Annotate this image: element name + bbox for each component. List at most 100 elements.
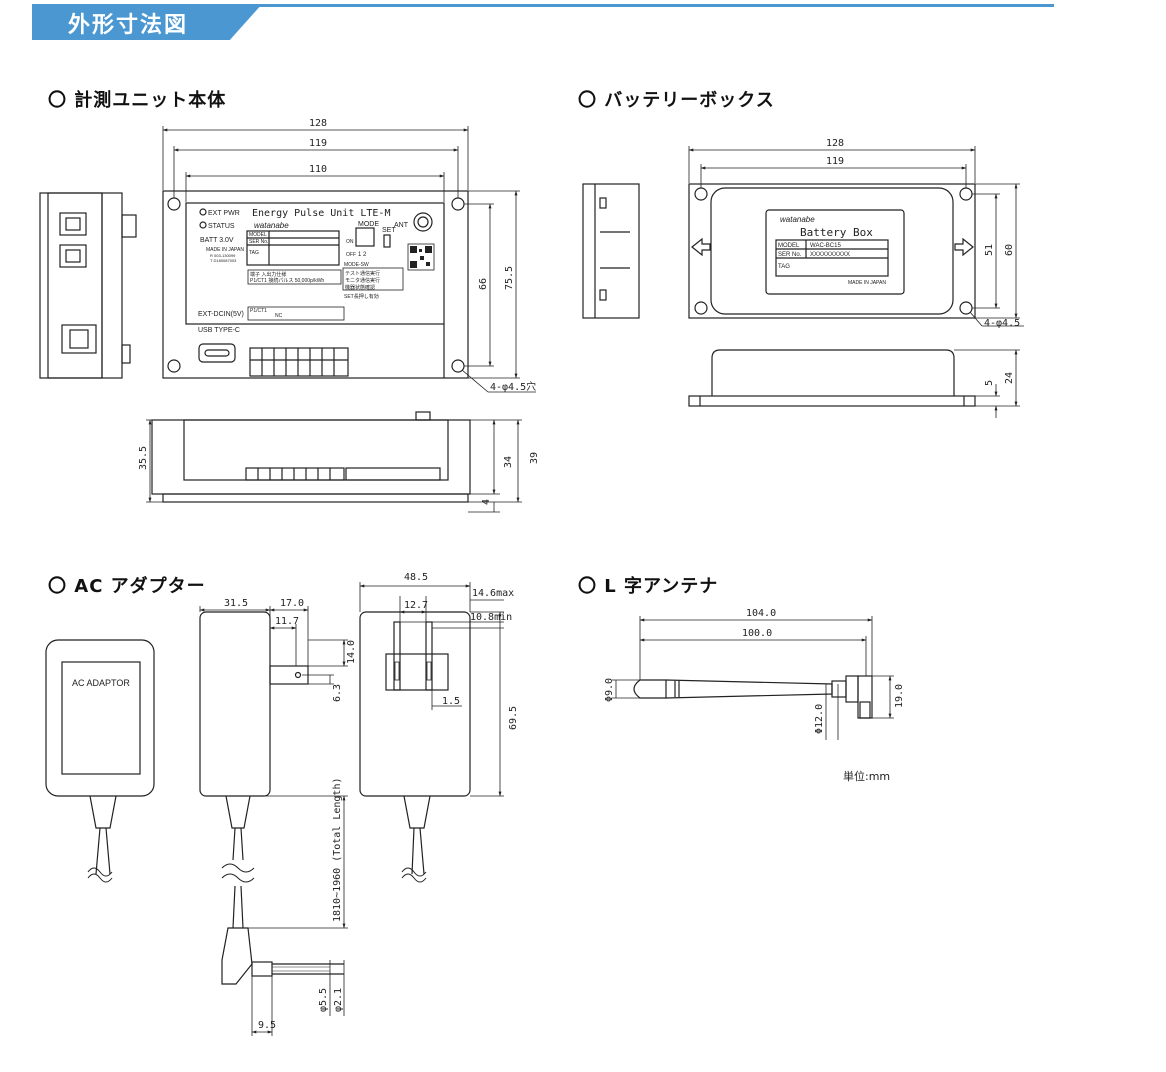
unit-front-texts: EXT PWR STATUS Energy Pulse Unit LTE-M w… — [198, 208, 409, 334]
section-title-battery: 〇 バッテリーボックス — [578, 90, 775, 111]
dim-antenna-100: 100.0 — [742, 628, 772, 639]
battery-side-view — [582, 183, 640, 319]
dim-adapter-95: 9.5 — [258, 1020, 276, 1031]
dim-adapter-17: 17.0 — [280, 598, 304, 609]
battery-texts: watanabe Battery Box MODEL WAC-BC15 SER … — [778, 215, 886, 286]
unit-note: 単位:mm — [843, 770, 891, 783]
section-title-antenna: 〇 L 字アンテナ — [578, 576, 719, 597]
dim-battery-51: 51 — [984, 244, 995, 256]
label-on: ON — [346, 239, 354, 245]
label-battery-made: MADE IN JAPAN — [848, 280, 886, 286]
antenna-drawing — [633, 675, 873, 719]
dim-unit-110: 110 — [309, 164, 327, 175]
section-title-adapter: 〇 AC アダプター — [48, 576, 206, 597]
adapter-side-dims — [199, 606, 348, 1036]
dim-adapter-127: 12.7 — [404, 600, 428, 611]
dim-battery-60: 60 — [1004, 244, 1015, 256]
unit-front-view — [162, 190, 469, 379]
antenna-dim-texts: 104.0 100.0 Φ9.0 Φ12.0 19.0 — [604, 608, 905, 734]
label-battery-ser: SER No. — [778, 252, 802, 258]
label-status: STATUS — [208, 223, 235, 230]
section-title-unit: 〇 計測ユニット本体 — [48, 90, 227, 111]
dim-adapter-146: 14.6max — [472, 588, 514, 599]
label-unit-title: Energy Pulse Unit LTE-M — [252, 208, 390, 219]
dim-unit-75: 75.5 — [504, 266, 515, 290]
label-mode: MODE — [358, 221, 379, 228]
battery-dim-texts: 128 119 51 60 4-φ4.5 — [826, 138, 1020, 329]
label-spec1: 端子 入出力仕様 — [250, 271, 286, 278]
unit-bottom-dim-texts: 35.5 34 39 4 — [138, 446, 540, 505]
unit-dims — [162, 126, 536, 393]
battery-side-dim-texts: 5 24 — [984, 372, 1015, 386]
label-made-unit: MADE IN JAPAN — [206, 247, 244, 253]
dim-battery-119: 119 — [826, 156, 844, 167]
label-battery-brand: watanabe — [780, 215, 815, 224]
label-set: SET — [382, 227, 396, 234]
label-nc: NC — [275, 313, 283, 319]
label-usb: USB TYPE-C — [198, 327, 240, 334]
label-modesw: MODE-SW — [344, 262, 369, 268]
label-ant: ANT — [394, 222, 409, 229]
label-ext-dcin: EXT-DCIN(5V) — [198, 311, 244, 318]
header-tab — [32, 4, 262, 40]
dim-antenna-104: 104.0 — [746, 608, 776, 619]
adapter-front-view — [45, 639, 155, 883]
label-spec2: P1/CT1 接続パルス 50,000p/kWh — [250, 277, 324, 284]
label-tag: TAG — [249, 250, 259, 256]
adapter-side-dim-texts: 31.5 17.0 11.7 14.0 6.3 1810~1960 (Total… — [224, 598, 357, 1031]
label-unit-brand: watanabe — [254, 221, 289, 230]
antenna-dims — [612, 616, 894, 740]
label-battery-title: Battery Box — [800, 226, 873, 239]
dim-battery-5: 5 — [984, 380, 995, 386]
dim-unit-66: 66 — [478, 278, 489, 290]
dim-adapter-63: 6.3 — [332, 684, 343, 702]
dim-unit-39: 39 — [529, 452, 540, 464]
label-battery-ser-value: XXXXXXXXXX — [810, 252, 850, 258]
label-term: P1/CT1 — [250, 308, 267, 314]
label-cert1: R 003-130099 — [210, 253, 236, 258]
dim-adapter-14: 14.0 — [346, 640, 357, 664]
dim-adapter-117: 11.7 — [275, 616, 299, 627]
dim-adapter-695: 69.5 — [508, 706, 519, 730]
header-line — [32, 4, 1054, 7]
battery-side-dims — [954, 349, 1020, 418]
label-model: MODEL — [249, 232, 267, 238]
dim-adapter-15: 1.5 — [442, 696, 460, 707]
dim-antenna-12: Φ12.0 — [814, 704, 825, 734]
qr-code — [410, 246, 432, 268]
label-battery-model-value: WAC-BC15 — [810, 243, 841, 249]
unit-bottom-view — [151, 411, 471, 503]
dim-adapter-315: 31.5 — [224, 598, 248, 609]
dim-unit-34: 34 — [503, 456, 514, 468]
dim-unit-4: 4 — [481, 499, 492, 505]
label-cert2: T D180087003 — [210, 258, 237, 263]
label-batt: BATT 3.0V — [200, 237, 234, 244]
dim-antenna-9: Φ9.0 — [604, 678, 615, 702]
label-ac-adaptor: AC ADAPTOR — [72, 678, 130, 688]
adapter-back-dim-texts: 48.5 12.7 14.6max 10.8min 1.5 69.5 — [404, 572, 519, 730]
dim-adapter-108: 10.8min — [470, 612, 512, 623]
dim-battery-24: 24 — [1004, 372, 1015, 384]
label-mode-row2: モニタ通信実行 — [345, 277, 380, 284]
label-battery-tag: TAG — [778, 264, 790, 270]
unit-dim-texts: 128 119 110 66 75.5 4-φ4.5穴 — [309, 118, 536, 393]
label-ser: SER No. — [249, 239, 268, 245]
unit-bottom-dims — [146, 419, 522, 513]
label-mode-row1: テスト通信実行 — [345, 270, 380, 277]
battery-dims — [688, 146, 1024, 327]
adapter-back-dims — [359, 582, 504, 797]
page-header: 外形寸法図 — [32, 4, 1054, 42]
dim-unit-128: 128 — [309, 118, 327, 129]
label-set-note: SET長押し有効 — [344, 293, 379, 300]
dim-adapter-length: 1810~1960 (Total Length) — [332, 778, 343, 923]
dim-battery-128: 128 — [826, 138, 844, 149]
dim-adapter-485: 48.5 — [404, 572, 428, 583]
dim-adapter-55: φ5.5 — [318, 988, 329, 1012]
dim-adapter-21: φ2.1 — [333, 988, 344, 1012]
label-off: OFF — [346, 252, 356, 258]
battery-side-lower — [688, 349, 976, 407]
label-battery-model: MODEL — [778, 243, 800, 249]
adapter-side-view — [199, 611, 344, 985]
dim-unit-119: 119 — [309, 138, 327, 149]
